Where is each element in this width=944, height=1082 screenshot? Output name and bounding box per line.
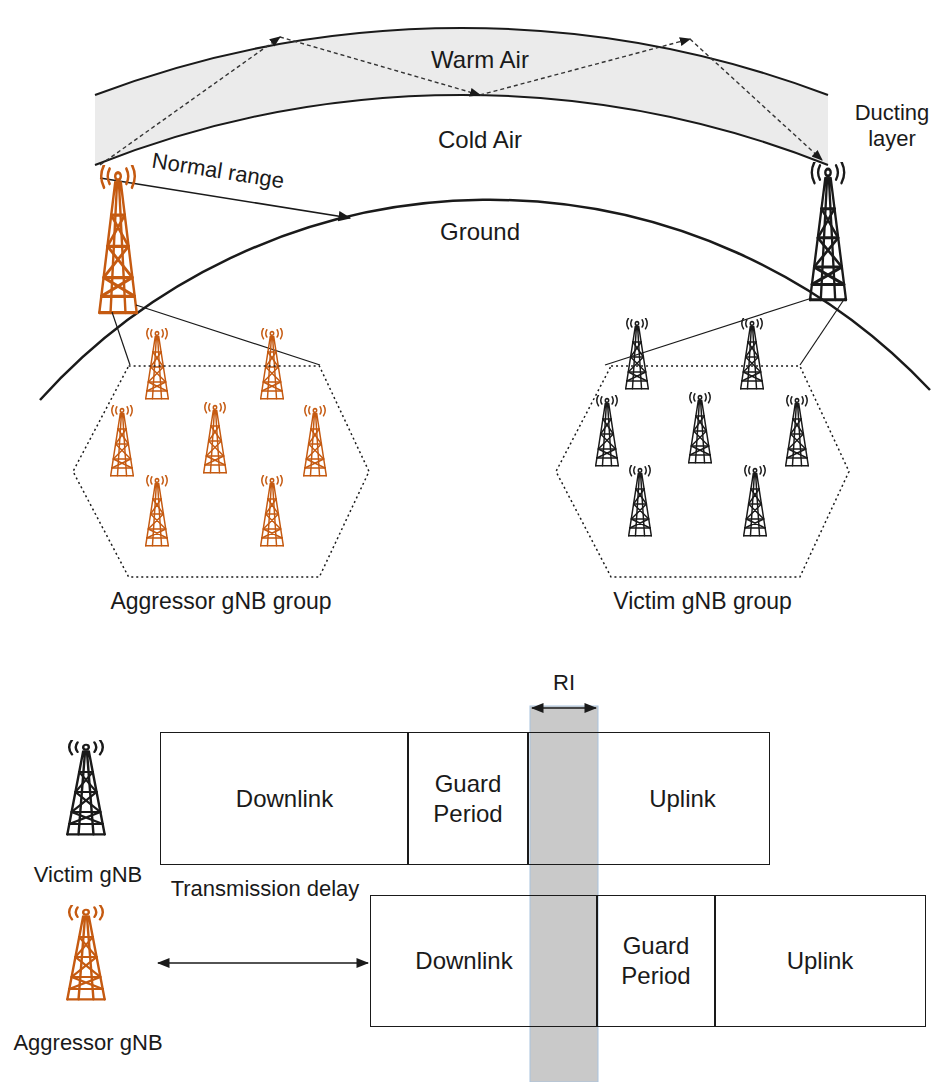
interval-label: RI bbox=[534, 670, 594, 696]
delay-label: Transmission delay bbox=[170, 876, 360, 902]
hexagon-outline bbox=[555, 365, 850, 578]
guard-period-slot: Guard Period bbox=[407, 732, 529, 865]
aggressor-group-hexagon: Aggressor gNB group bbox=[72, 365, 370, 578]
slot-label: Downlink bbox=[415, 946, 512, 976]
ground-label: Ground bbox=[410, 218, 550, 247]
range-label: Normal range bbox=[132, 145, 304, 198]
station-label: Aggressor gNB bbox=[8, 1030, 168, 1056]
slot-label: Downlink bbox=[236, 784, 333, 814]
slot-label: Uplink bbox=[787, 946, 854, 976]
group-caption: Victim gNB group bbox=[515, 588, 890, 615]
uplink-slot: Uplink bbox=[714, 895, 926, 1027]
station-label: Victim gNB bbox=[13, 862, 163, 888]
uplink-slot: Uplink bbox=[527, 732, 770, 865]
victim-group-hexagon: Victim gNB group bbox=[555, 365, 850, 578]
air-layer-label: Cold Air bbox=[400, 126, 560, 155]
slot-label: Guard Period bbox=[601, 931, 711, 991]
slot-label: Guard Period bbox=[412, 769, 524, 829]
downlink-slot: Downlink bbox=[370, 895, 598, 1027]
slot-label: Uplink bbox=[649, 784, 716, 814]
downlink-slot: Downlink bbox=[160, 732, 409, 865]
guard-period-slot: Guard Period bbox=[596, 895, 716, 1027]
layer-label: Ducting layer bbox=[844, 100, 940, 153]
hexagon-outline bbox=[72, 365, 370, 578]
air-layer-label: Warm Air bbox=[400, 46, 560, 75]
group-caption: Aggressor gNB group bbox=[32, 588, 410, 615]
